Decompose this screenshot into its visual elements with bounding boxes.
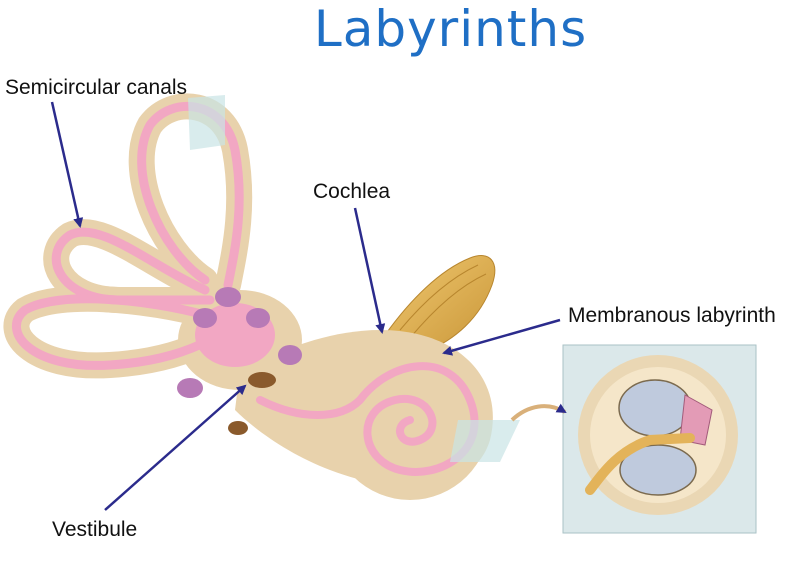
- inset-pointer-arrow: [510, 403, 567, 422]
- semicircular-canals-arrow: [50, 101, 84, 228]
- cochlea-cross-section-inset: [562, 344, 757, 534]
- cut-plane-cochlea: [450, 420, 520, 462]
- cochlear-nerve: [384, 255, 496, 353]
- membranous-labyrinth-arrow: [442, 318, 561, 356]
- cut-plane-canal: [188, 95, 225, 150]
- membranous-ducts: [11, 101, 479, 476]
- label-membranous-labyrinth: Membranous labyrinth: [568, 304, 776, 327]
- label-vestibule: Vestibule: [52, 518, 138, 541]
- cochlea-arrow: [353, 207, 386, 334]
- slide-title: Labyrinths: [313, 0, 588, 58]
- label-cochlea: Cochlea: [313, 180, 391, 203]
- vestibule-arrow: [104, 384, 247, 511]
- label-semicircular-canals: Semicircular canals: [5, 76, 188, 99]
